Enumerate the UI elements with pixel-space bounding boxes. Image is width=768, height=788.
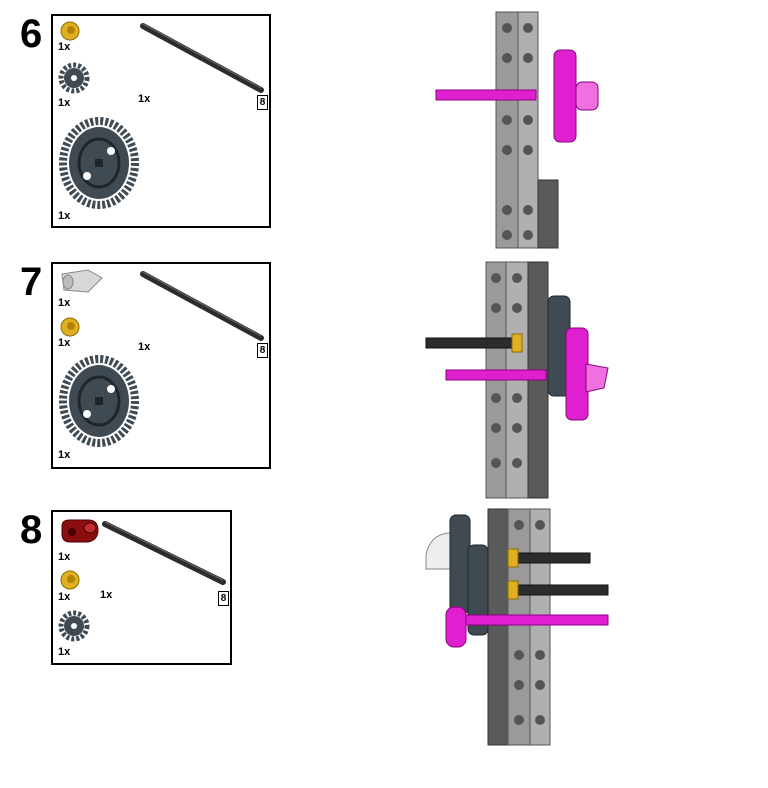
assembly-step-7 <box>425 261 609 499</box>
qty-bush: 1x <box>58 337 71 349</box>
axle-icon <box>140 271 264 341</box>
qty-bush: 1x <box>58 591 71 603</box>
parts-list-step-7: 1x 1x 1x 1x 8 <box>51 262 271 469</box>
qty-gear-16: 1x <box>58 646 71 658</box>
angle-connector-icon <box>61 269 103 293</box>
gear-40-icon <box>59 117 139 209</box>
qty-axle: 1x <box>100 589 113 601</box>
qty-gear-40: 1x <box>58 210 71 222</box>
gear-16-icon <box>58 62 90 94</box>
bush-icon <box>60 21 80 41</box>
bush-icon <box>60 570 80 590</box>
qty-angle-connector: 1x <box>58 297 71 309</box>
step-number-8: 8 <box>20 508 43 552</box>
assembly-step-8 <box>425 508 609 746</box>
axle-length-badge: 8 <box>257 95 268 110</box>
step-number-7: 7 <box>20 260 43 304</box>
axle-length-badge: 8 <box>257 343 268 358</box>
assembly-step-6 <box>435 11 599 249</box>
axle-icon <box>140 23 264 93</box>
parts-list-step-8: 1x 1x 1x 1x 8 <box>51 510 232 665</box>
bush-icon <box>60 317 80 337</box>
axle-icon <box>102 521 226 585</box>
gear-16-icon <box>58 610 90 642</box>
qty-axle: 1x <box>138 341 151 353</box>
qty-axle: 1x <box>138 93 151 105</box>
qty-bush: 1x <box>58 41 71 53</box>
qty-gear-40: 1x <box>58 449 71 461</box>
gear-40-icon <box>59 355 139 447</box>
cross-block-icon <box>61 519 99 543</box>
parts-list-step-6: 1x 1x 1x 1x 8 <box>51 14 271 228</box>
qty-gear-16: 1x <box>58 97 71 109</box>
step-number-6: 6 <box>20 12 43 56</box>
axle-length-badge: 8 <box>218 591 229 606</box>
qty-cross-block: 1x <box>58 551 71 563</box>
